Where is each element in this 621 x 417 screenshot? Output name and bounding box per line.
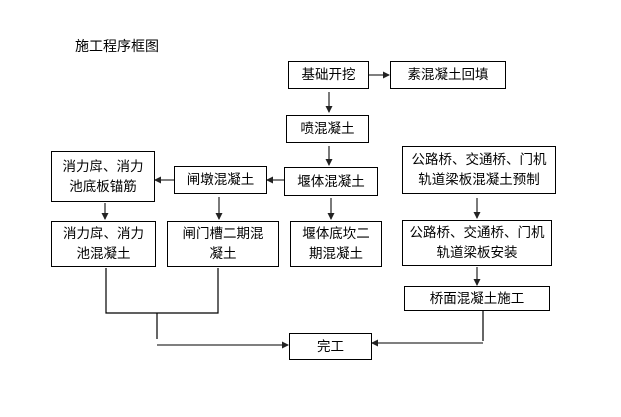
node-completion: 完工 [289,333,372,360]
node-label: 消力戽、消力 池底板锚筋 [62,158,144,195]
node-label: 公路桥、交通桥、门机 轨道梁板混凝土预制 [411,152,547,188]
node-label: 堰体底坎二 期混凝土 [302,226,370,262]
node-label: 堰体混凝土 [297,173,365,190]
connector-left-merge [105,268,219,314]
diagram-title: 施工程序框图 [75,39,159,55]
node-beam-install: 公路桥、交通桥、门机 轨道梁板安装 [402,220,552,266]
node-gate-slot-second-stage: 闸门槽二期混 凝土 [167,221,279,267]
node-weir-body-concrete: 堰体混凝土 [284,167,378,196]
node-stilling-anchor: 消力戽、消力 池底板锚筋 [51,151,155,202]
node-beam-prefab: 公路桥、交通桥、门机 轨道梁板混凝土预制 [402,146,556,194]
node-label: 公路桥、交通桥、门机 轨道梁板安装 [409,225,545,261]
node-label: 喷混凝土 [300,121,355,137]
node-stilling-concrete: 消力戽、消力 池混凝土 [51,221,156,267]
node-shotcrete: 喷混凝土 [286,115,369,143]
node-label: 闸墩混凝土 [186,172,255,188]
node-weir-sill-second-stage: 堰体底坎二 期混凝土 [290,221,382,267]
node-label: 素混凝土回填 [407,67,489,83]
node-label: 基础开挖 [301,67,356,83]
node-label: 完工 [317,338,344,355]
node-deck-concrete: 桥面混凝土施工 [404,286,550,311]
node-label: 消力戽、消力 池混凝土 [63,226,144,262]
node-gate-pier-concrete: 闸墩混凝土 [174,166,267,194]
node-foundation-excavation: 基础开挖 [288,61,369,89]
node-label: 闸门槽二期混 凝土 [182,226,264,262]
node-plain-concrete-backfill: 素混凝土回填 [390,61,506,89]
node-label: 桥面混凝土施工 [429,290,525,307]
